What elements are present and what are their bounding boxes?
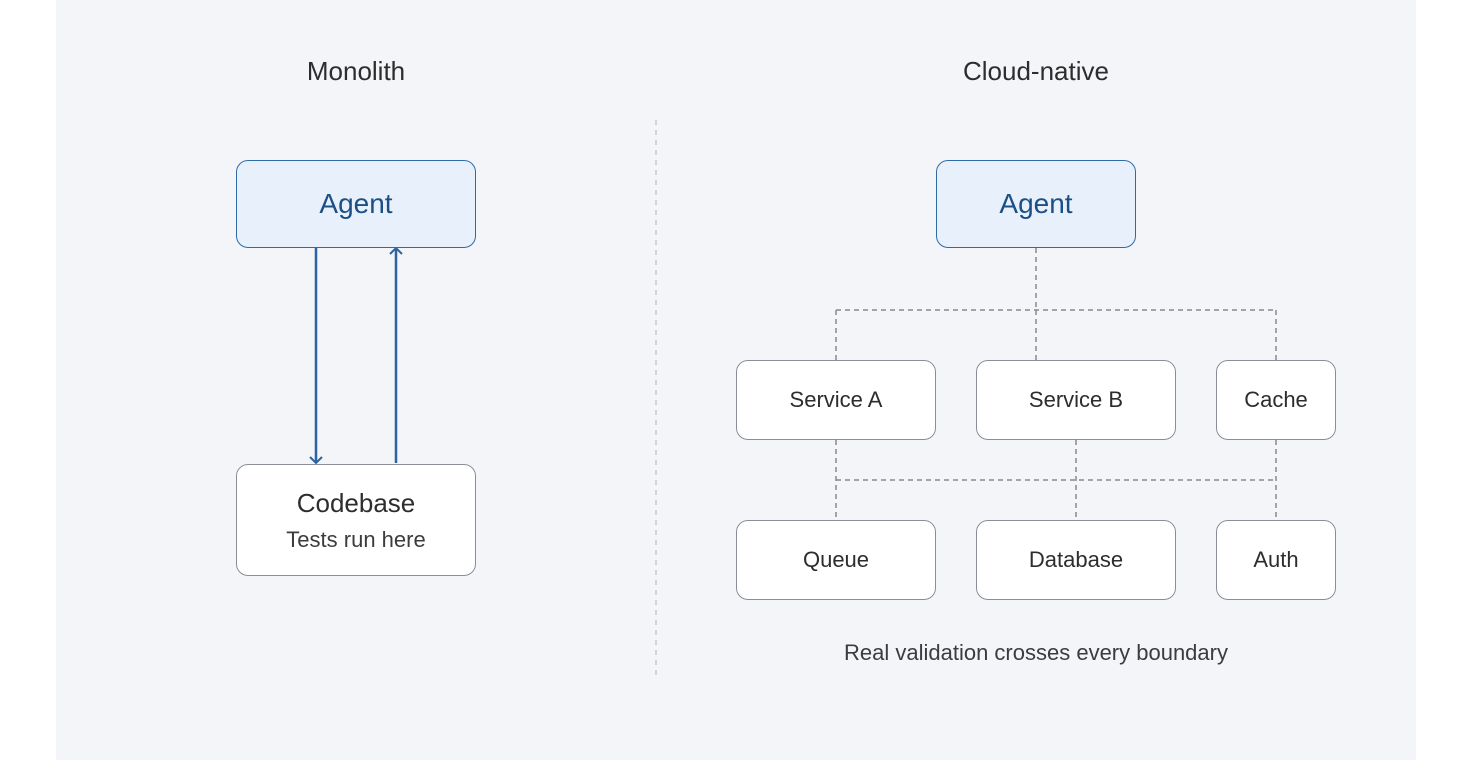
cache-label: Cache	[1244, 387, 1308, 412]
cloud-agent-node: Agent	[936, 160, 1136, 248]
services-to-infra-connectors	[835, 440, 1277, 520]
cache-node: Cache	[1216, 360, 1336, 440]
service-b-node: Service B	[976, 360, 1176, 440]
auth-label: Auth	[1253, 547, 1299, 572]
monolith-heading: Monolith	[306, 56, 406, 86]
queue-node: Queue	[736, 520, 936, 600]
monolith-agent-label: Agent	[319, 188, 393, 219]
cloud-native-heading: Cloud-native	[963, 56, 1109, 86]
service-a-node: Service A	[736, 360, 936, 440]
monolith-agent-node: Agent	[236, 160, 476, 248]
cloud-native-caption: Real validation crosses every boundary	[844, 640, 1228, 665]
service-a-label: Service A	[789, 387, 883, 412]
cloud-agent-label: Agent	[999, 188, 1073, 219]
codebase-node: Codebase Tests run here	[236, 464, 476, 576]
queue-label: Queue	[802, 547, 870, 572]
database-node: Database	[976, 520, 1176, 600]
service-b-label: Service B	[1028, 387, 1124, 412]
database-label: Database	[1028, 547, 1124, 572]
codebase-title: Codebase	[296, 487, 416, 518]
codebase-subtitle: Tests run here	[286, 526, 426, 552]
agent-to-services-connectors	[835, 248, 1277, 360]
auth-node: Auth	[1216, 520, 1336, 600]
